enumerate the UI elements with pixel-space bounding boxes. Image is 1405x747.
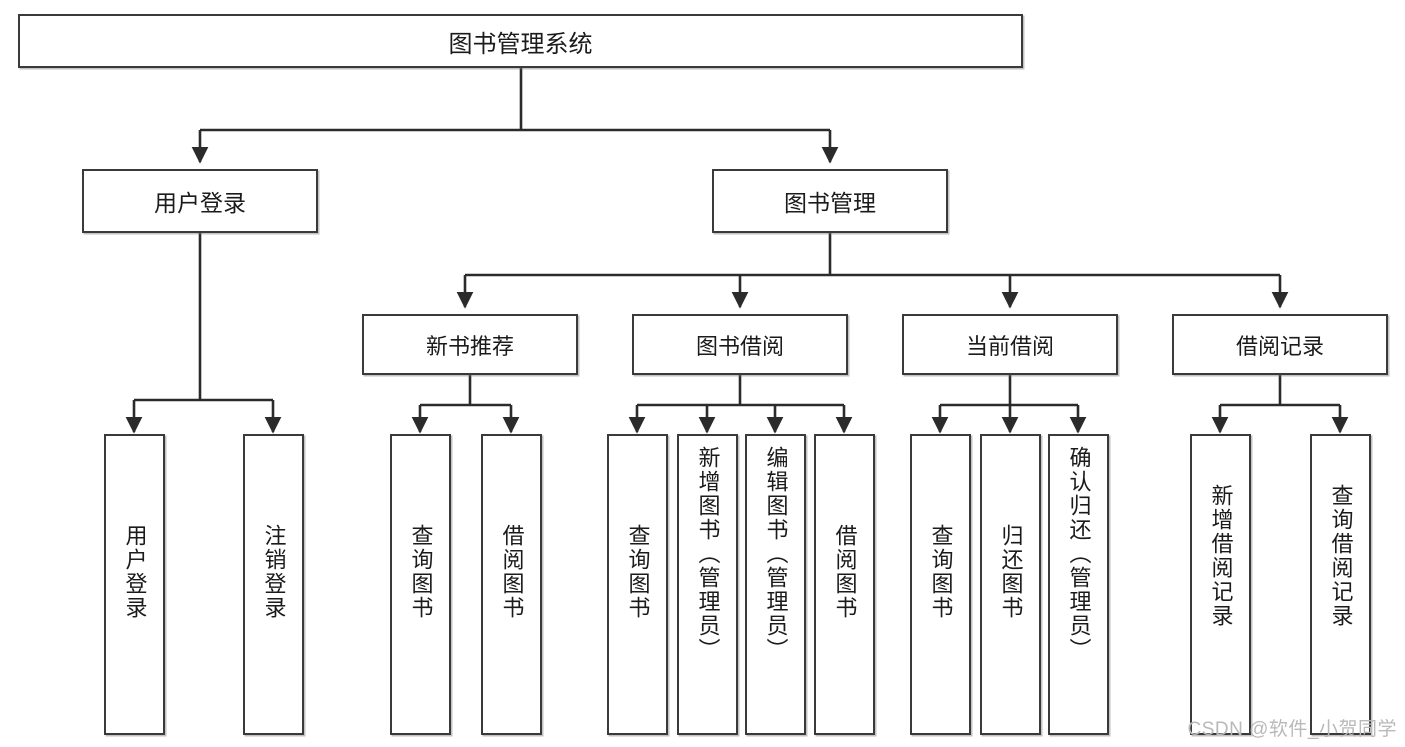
- node-current-borrow-label: 当前借阅: [965, 333, 1054, 359]
- node-root-label: 图书管理系统: [448, 30, 593, 58]
- leaf-borrow-records-1-label: 查询借阅记录: [1328, 484, 1354, 628]
- leaf-user-login-1[interactable]: 注销登录: [243, 434, 304, 735]
- leaf-current-borrow-0-label: 查询图书: [928, 524, 954, 620]
- leaf-user-login-0[interactable]: 用户登录: [104, 434, 165, 735]
- leaf-current-borrow-1[interactable]: 归还图书: [980, 434, 1041, 735]
- leaf-borrow-records-0[interactable]: 新增借阅记录: [1190, 434, 1251, 735]
- leaf-new-book-recommend-0-label: 查询图书: [408, 524, 434, 620]
- node-root[interactable]: 图书管理系统: [18, 14, 1023, 68]
- node-new-book-recommend[interactable]: 新书推荐: [362, 314, 578, 375]
- node-book-management-label: 图书管理: [784, 190, 876, 216]
- leaf-book-borrow-3-label: 借阅图书: [832, 524, 858, 620]
- leaf-borrow-records-1[interactable]: 查询借阅记录: [1310, 434, 1371, 735]
- leaf-user-login-1-label: 注销登录: [261, 524, 287, 620]
- leaf-borrow-records-0-label: 新增借阅记录: [1208, 484, 1234, 628]
- node-user-login[interactable]: 用户登录: [82, 169, 318, 233]
- leaf-book-borrow-2[interactable]: 编辑图书（管理员）: [745, 434, 806, 735]
- leaf-new-book-recommend-1-label: 借阅图书: [499, 524, 525, 620]
- leaf-current-borrow-1-label: 归还图书: [998, 524, 1024, 620]
- leaf-book-borrow-2-label: 编辑图书（管理员）: [763, 446, 789, 662]
- node-borrow-records-label: 借阅记录: [1235, 333, 1324, 359]
- watermark: CSDN @软件_小贺同学: [1187, 719, 1397, 740]
- leaf-book-borrow-1[interactable]: 新增图书（管理员）: [677, 434, 738, 735]
- node-book-management[interactable]: 图书管理: [712, 169, 948, 233]
- leaf-current-borrow-2[interactable]: 确认归还（管理员）: [1048, 434, 1109, 735]
- node-book-borrow-label: 图书借阅: [695, 333, 784, 359]
- node-new-book-recommend-label: 新书推荐: [425, 333, 514, 359]
- leaf-new-book-recommend-0[interactable]: 查询图书: [390, 434, 451, 735]
- node-user-login-label: 用户登录: [154, 190, 246, 216]
- leaf-new-book-recommend-1[interactable]: 借阅图书: [481, 434, 542, 735]
- leaf-current-borrow-0[interactable]: 查询图书: [910, 434, 971, 735]
- leaf-book-borrow-0[interactable]: 查询图书: [607, 434, 668, 735]
- leaf-user-login-0-label: 用户登录: [122, 524, 148, 620]
- node-book-borrow[interactable]: 图书借阅: [632, 314, 848, 375]
- leaf-current-borrow-2-label: 确认归还（管理员）: [1066, 446, 1092, 662]
- leaf-book-borrow-3[interactable]: 借阅图书: [814, 434, 875, 735]
- node-borrow-records[interactable]: 借阅记录: [1172, 314, 1388, 375]
- leaf-book-borrow-0-label: 查询图书: [625, 524, 651, 620]
- node-current-borrow[interactable]: 当前借阅: [902, 314, 1118, 375]
- leaf-book-borrow-1-label: 新增图书（管理员）: [695, 446, 721, 662]
